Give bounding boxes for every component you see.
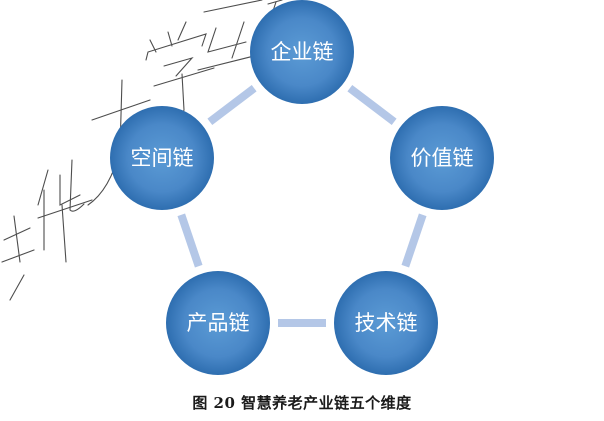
node-value: 价值链 <box>390 106 494 210</box>
connector-space-enterprise <box>207 85 257 125</box>
node-label-space: 空间链 <box>131 146 194 170</box>
node-label-technology: 技术链 <box>355 311 418 335</box>
connector-product-space <box>177 213 203 268</box>
figure-caption: 图 20 智慧养老产业链五个维度 <box>192 394 412 412</box>
connectors <box>177 85 427 327</box>
node-label-value: 价值链 <box>411 146 474 170</box>
connector-value-technology <box>401 213 427 268</box>
node-circle-enterprise <box>250 0 354 104</box>
node-product: 产品链 <box>166 271 270 375</box>
watermark <box>1 0 283 301</box>
node-circle-value <box>390 106 494 210</box>
node-space: 空间链 <box>110 106 214 210</box>
node-label-product: 产品链 <box>187 311 250 335</box>
node-technology: 技术链 <box>334 271 438 375</box>
node-label-enterprise: 企业链 <box>271 40 334 64</box>
connector-enterprise-value <box>347 85 397 125</box>
node-circle-technology <box>334 271 438 375</box>
node-circle-product <box>166 271 270 375</box>
node-enterprise: 企业链 <box>250 0 354 104</box>
node-circle-space <box>110 106 214 210</box>
